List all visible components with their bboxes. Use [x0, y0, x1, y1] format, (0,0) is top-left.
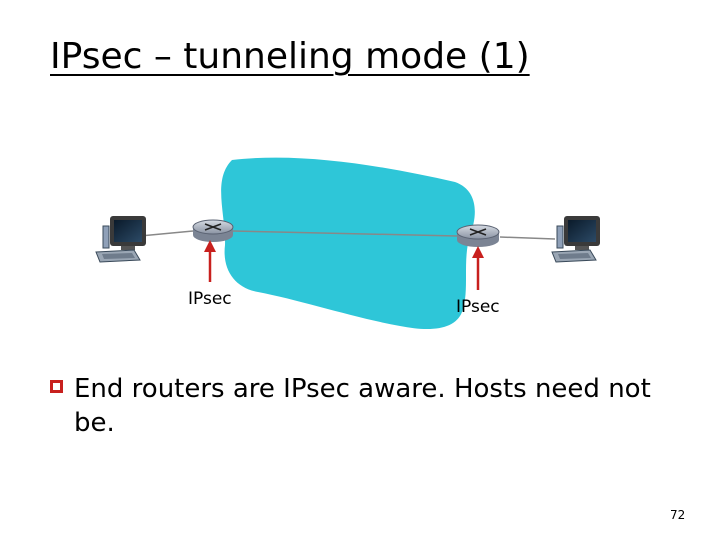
- arrow-to-right-router: [472, 246, 484, 290]
- host-computer-icon: [95, 216, 146, 263]
- link-routers: [232, 230, 458, 237]
- network-cloud: [221, 157, 475, 330]
- ipsec-label-right: IPsec: [456, 297, 500, 317]
- ipsec-label-left: IPsec: [188, 289, 232, 309]
- arrow-to-left-router: [204, 240, 216, 282]
- page-title: IPsec – tunneling mode (1): [50, 36, 530, 77]
- page-number: 72: [670, 508, 686, 522]
- router-icon: [192, 219, 234, 242]
- host-computer-icon: [551, 216, 600, 263]
- link-right-router-host: [499, 236, 556, 240]
- bullet-text: End routers are IPsec aware. Hosts need …: [74, 374, 651, 438]
- bullet-square-icon: [50, 380, 63, 393]
- bullet-item: End routers are IPsec aware. Hosts need …: [50, 372, 670, 440]
- link-left-host-router: [139, 230, 194, 237]
- router-icon: [456, 224, 500, 247]
